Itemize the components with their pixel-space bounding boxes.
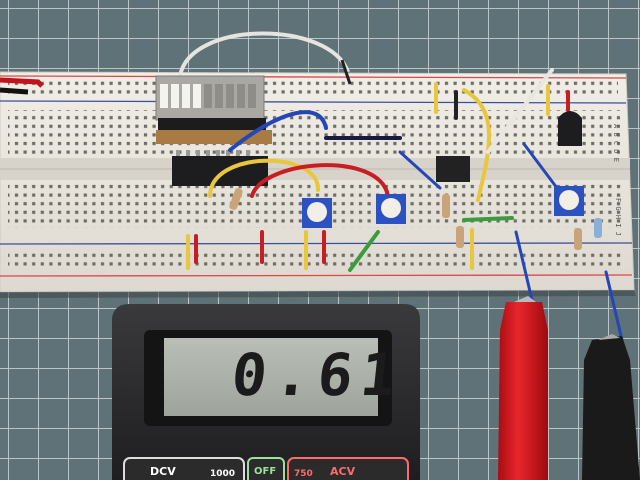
jumper-wires — [208, 68, 624, 342]
resistors — [229, 188, 602, 250]
small-ic — [436, 156, 470, 182]
black-alligator-clip — [582, 334, 640, 480]
multimeter-reading: 0.61 — [228, 341, 408, 409]
red-alligator-clip — [498, 296, 548, 480]
button-label-acv: ACV — [330, 465, 356, 478]
led-bargraph — [155, 75, 272, 144]
button-label-1000: 1000 — [210, 469, 236, 479]
multimeter — [112, 304, 420, 480]
button-label-off: OFF — [254, 466, 277, 477]
button-label-750: 750 — [294, 469, 313, 479]
power-wires — [0, 77, 44, 95]
transistor — [558, 111, 582, 146]
row-labels-top: A B C D E — [612, 124, 620, 162]
button-label-dcv: DCV — [150, 465, 176, 478]
short-links — [186, 82, 570, 270]
lcd-screen — [164, 338, 378, 416]
row-labels-bottom: F G H I J — [614, 198, 622, 236]
white-jumper-wire — [178, 31, 350, 77]
trimmer-potentiometers — [302, 186, 584, 228]
